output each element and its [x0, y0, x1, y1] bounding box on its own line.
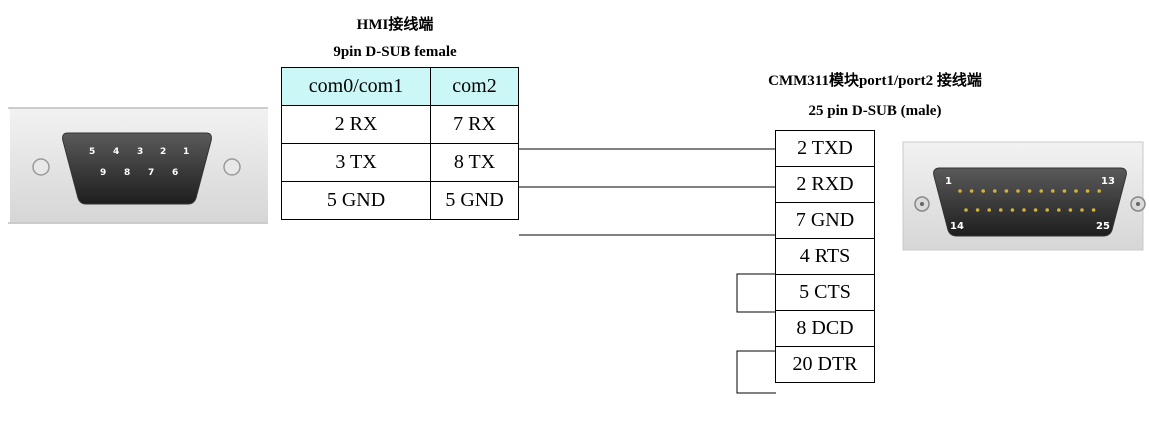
db25-pin	[1097, 189, 1101, 193]
hmi-header-com2: com2	[430, 67, 519, 106]
db9-pin-label: 9	[100, 168, 106, 178]
db25-shell	[933, 167, 1127, 237]
db25-pin-grid	[958, 189, 1101, 212]
hmi-cell: 5 GND	[430, 181, 519, 220]
db25-pin	[1074, 189, 1078, 193]
cmm-pin-row: 7 GND	[775, 202, 875, 239]
db25-label-1: 1	[945, 176, 952, 187]
db25-pin	[1016, 189, 1020, 193]
cmm-pin-cts: 5 CTS	[775, 274, 875, 311]
db9-pin-label: 5	[89, 147, 95, 157]
db9-pin-label: 1	[183, 147, 189, 157]
cmm-pin-row: 2 TXD	[775, 130, 875, 167]
cmm-pin-rxd: 2 RXD	[775, 166, 875, 203]
db9-pin-label: 6	[172, 168, 178, 178]
db25-pin	[964, 208, 968, 212]
db25-pin	[1033, 208, 1038, 212]
jumper-rts-cts	[736, 273, 776, 313]
db25-pin	[993, 189, 997, 193]
db25-pin	[1085, 189, 1090, 193]
cmm-pin-row: 5 CTS	[775, 274, 875, 311]
db25-pin	[999, 208, 1003, 212]
hmi-pin-table: com0/com1 com2 2 RX 7 RX 3 TX 8 TX 5 GND…	[281, 67, 519, 220]
db25-pin	[1062, 189, 1067, 193]
hmi-cell: 5 GND	[281, 181, 431, 220]
db9-connector: 5 4 3 2 1 9 8 7 6	[8, 107, 268, 224]
db25-label-13: 13	[1101, 176, 1115, 187]
cmm-pin-gnd: 7 GND	[775, 202, 875, 239]
hmi-title: HMI接线端	[356, 17, 434, 33]
db25-pin	[1068, 208, 1073, 212]
db9-shell	[62, 132, 212, 205]
hmi-row-gnd: 5 GND 5 GND	[281, 181, 519, 220]
db25-connector: 1 13 14 25	[902, 141, 1146, 251]
db9-screw-left	[32, 158, 50, 176]
db25-label-14: 14	[950, 221, 964, 232]
db25-pin	[1045, 208, 1049, 212]
db9-pin-label: 8	[124, 168, 130, 178]
cmm-pin-dcd: 8 DCD	[775, 310, 875, 347]
db9-pin-label: 3	[137, 147, 143, 157]
db25-pin	[969, 189, 974, 193]
cmm-pin-txd: 2 TXD	[775, 130, 875, 167]
db25-pin	[1022, 208, 1026, 212]
db9-screw-right	[223, 158, 241, 176]
cmm-pin-table: 2 TXD 2 RXD 7 GND 4 RTS 5 CTS 8 DCD 20 D…	[775, 130, 875, 383]
db9-pin-label: 7	[148, 168, 154, 178]
hmi-header-com0-com1: com0/com1	[281, 67, 431, 106]
db25-pin	[1004, 189, 1009, 193]
db25-pin	[1091, 208, 1096, 212]
cmm-pin-row: 4 RTS	[775, 238, 875, 275]
hmi-cell: 8 TX	[430, 143, 519, 182]
db25-pin	[1057, 208, 1061, 212]
db9-pin-label: 2	[160, 147, 166, 157]
hmi-cell: 7 RX	[430, 105, 519, 144]
hmi-row-tx: 3 TX 8 TX	[281, 143, 519, 182]
db25-pin	[1010, 208, 1015, 212]
db25-pin	[958, 189, 962, 193]
db25-pin	[975, 208, 980, 212]
hmi-cell: 3 TX	[281, 143, 431, 182]
cmm-pin-row: 2 RXD	[775, 166, 875, 203]
db25-pin	[1080, 208, 1084, 212]
db25-pin	[1027, 189, 1032, 193]
cmm-pin-row: 8 DCD	[775, 310, 875, 347]
jumper-dcd-dtr	[736, 350, 776, 394]
db25-pin	[981, 189, 985, 193]
cmm-subtitle: 25 pin D-SUB (male)	[808, 103, 942, 119]
hmi-header-row: com0/com1 com2	[281, 67, 519, 106]
hmi-row-rx: 2 RX 7 RX	[281, 105, 519, 144]
cmm-title: CMM311模块port1/port2 接线端	[768, 73, 982, 89]
db25-label-25: 25	[1096, 221, 1110, 232]
cmm-pin-rts: 4 RTS	[775, 238, 875, 275]
hmi-subtitle: 9pin D-SUB female	[333, 44, 457, 60]
db9-pin-label: 4	[113, 147, 119, 157]
cmm-pin-row: 20 DTR	[775, 346, 875, 383]
hmi-cell: 2 RX	[281, 105, 431, 144]
cmm-pin-dtr: 20 DTR	[775, 346, 875, 383]
db25-pin	[1051, 189, 1055, 193]
db25-pin	[987, 208, 991, 212]
db25-pin	[1039, 189, 1043, 193]
